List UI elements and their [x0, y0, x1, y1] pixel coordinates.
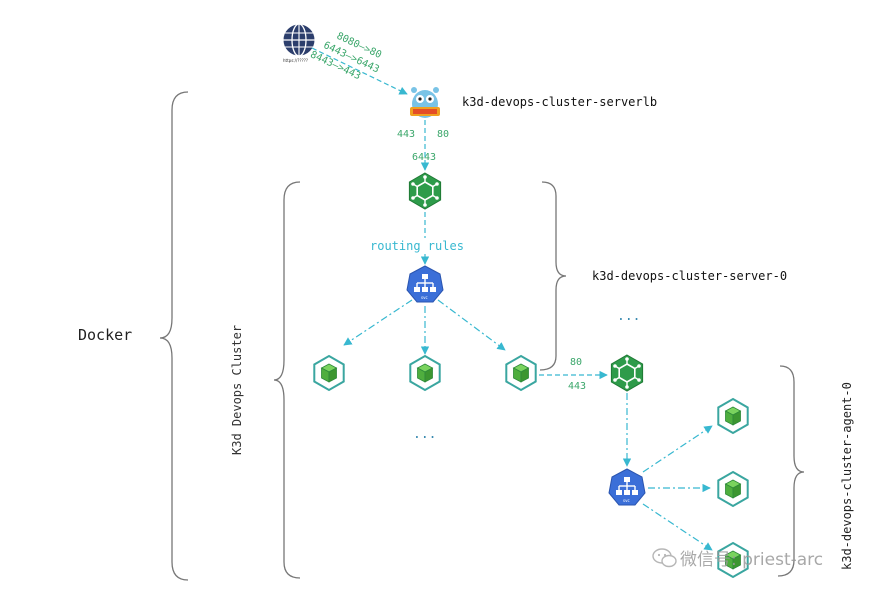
cluster-brace	[273, 181, 301, 579]
lb-port-443: 443	[397, 129, 415, 140]
server0-node-icon	[408, 172, 442, 210]
pods-ellipsis: ...	[413, 427, 436, 442]
watermark-text: 微信号: priest-arc	[680, 550, 823, 570]
serverlb-label: k3d-devops-cluster-serverlb	[462, 95, 657, 109]
svc-label: svc	[421, 295, 428, 300]
docker-brace	[159, 91, 189, 581]
wechat-icon	[652, 548, 677, 568]
pod-icon	[505, 355, 537, 391]
wechat-watermark: 微信号: priest-arc	[652, 548, 823, 570]
globe-to-lb-arrow	[311, 47, 408, 95]
link-port-443: 443	[568, 381, 586, 392]
serverlb-icon	[410, 87, 440, 118]
svc2-to-pod-1-arrow	[642, 425, 713, 473]
api-port-6443: 6443	[412, 152, 436, 163]
pod-icon	[313, 355, 345, 391]
agent0-label: k3d-devops-cluster-agent-0	[840, 382, 854, 570]
link-port-80: 80	[570, 357, 582, 368]
agent0-node-icon	[610, 354, 644, 392]
routing-rules-label: routing rules	[370, 239, 464, 253]
pod-icon	[717, 471, 749, 507]
cluster-label: K3d Devops Cluster	[230, 325, 244, 455]
svc-to-pod-3-arrow	[437, 299, 506, 351]
docker-label: Docker	[78, 326, 132, 344]
lb-port-80: 80	[437, 129, 449, 140]
pod-icon	[409, 355, 441, 391]
pod-icon	[717, 398, 749, 434]
globe-caption: https://?????	[283, 58, 308, 63]
agent0-brace	[777, 365, 805, 577]
server-ellipsis: ...	[617, 309, 640, 324]
svc2-to-pod-3-arrow	[642, 503, 713, 551]
server0-label: k3d-devops-cluster-server-0	[592, 269, 787, 283]
server0-brace	[539, 181, 567, 371]
globe-icon	[282, 23, 316, 57]
svc-to-pod-1-arrow	[343, 299, 413, 346]
svc-label: svc	[623, 498, 630, 503]
